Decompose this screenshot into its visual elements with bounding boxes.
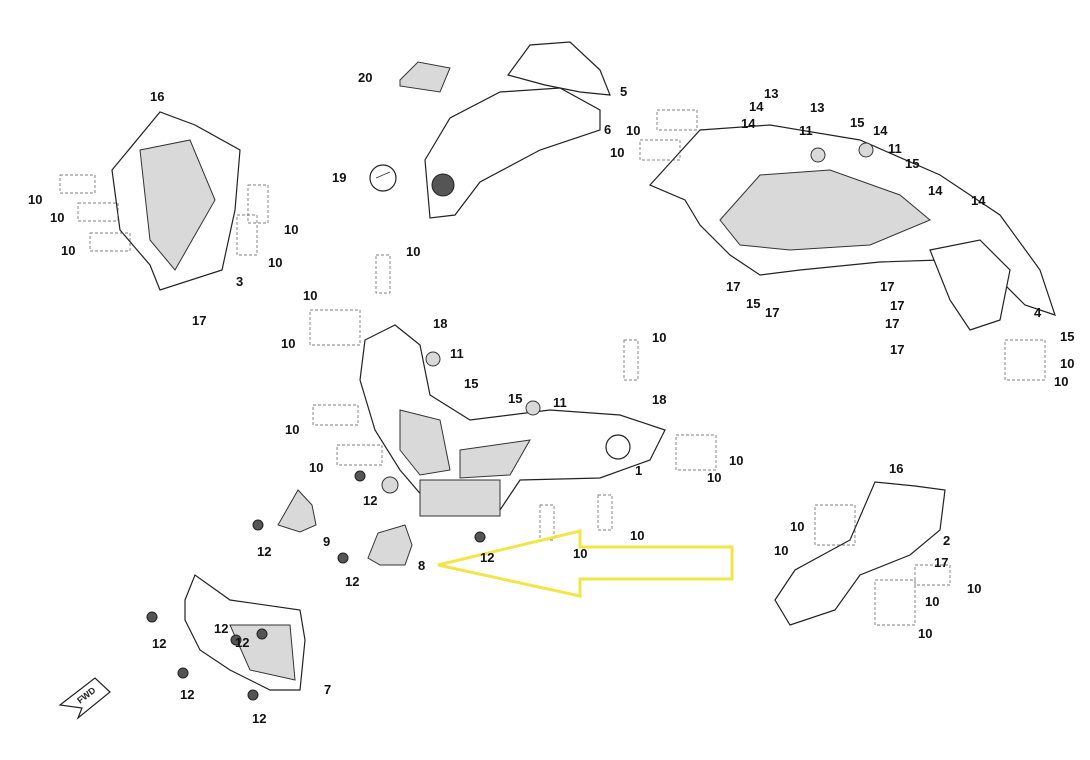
clip-groups — [59, 109, 1046, 626]
callout-labels: 2056161910101010103171010141413131115141… — [28, 70, 1074, 726]
callout-14: 14 — [873, 123, 888, 138]
callout-10: 10 — [610, 145, 624, 160]
callout-10: 10 — [626, 123, 640, 138]
part-1-grille — [419, 479, 501, 517]
callout-16: 16 — [889, 461, 903, 476]
callout-19: 19 — [332, 170, 346, 185]
callout-10: 10 — [707, 470, 721, 485]
callout-12: 12 — [363, 493, 377, 508]
callout-11: 11 — [888, 141, 902, 156]
callout-10: 10 — [1060, 356, 1074, 371]
callout-1: 1 — [635, 463, 642, 478]
callout-6: 6 — [604, 122, 611, 137]
callout-12: 12 — [180, 687, 194, 702]
callout-10: 10 — [285, 422, 299, 437]
callout-9: 9 — [323, 534, 330, 549]
part-19-cap — [369, 164, 397, 192]
callout-11: 11 — [553, 395, 567, 410]
callout-14: 14 — [971, 193, 986, 208]
callout-7: 7 — [324, 682, 331, 697]
callout-10: 10 — [281, 336, 295, 351]
callout-12: 12 — [235, 635, 249, 650]
callout-10: 10 — [50, 210, 64, 225]
callout-10: 10 — [630, 528, 644, 543]
callout-10: 10 — [1054, 374, 1068, 389]
part-6-front-cover — [424, 87, 601, 219]
callout-12: 12 — [252, 711, 266, 726]
callout-10: 10 — [406, 244, 420, 259]
callout-4: 4 — [1034, 305, 1042, 320]
callout-14: 14 — [749, 99, 764, 114]
callout-12: 12 — [257, 544, 271, 559]
part-8-bracket — [367, 524, 413, 566]
callout-2: 2 — [943, 533, 950, 548]
callout-16: 16 — [150, 89, 164, 104]
highlight-arrow — [437, 529, 734, 598]
callout-18: 18 — [433, 316, 447, 331]
callout-10: 10 — [573, 546, 587, 561]
callout-10: 10 — [925, 594, 939, 609]
callout-10: 10 — [774, 543, 788, 558]
callout-12: 12 — [214, 621, 228, 636]
callout-15: 15 — [850, 115, 864, 130]
callout-14: 14 — [928, 183, 943, 198]
callout-10: 10 — [28, 192, 42, 207]
callout-12: 12 — [152, 636, 166, 651]
callout-11: 11 — [799, 123, 813, 138]
callout-11: 11 — [450, 346, 464, 361]
callout-17: 17 — [890, 298, 904, 313]
callout-17: 17 — [885, 316, 899, 331]
callout-15: 15 — [905, 156, 919, 171]
callout-10: 10 — [729, 453, 743, 468]
callout-5: 5 — [620, 84, 627, 99]
callout-8: 8 — [418, 558, 425, 573]
callout-10: 10 — [918, 626, 932, 641]
fasteners — [146, 142, 874, 701]
callout-15: 15 — [746, 296, 760, 311]
callout-12: 12 — [480, 550, 494, 565]
callout-3: 3 — [236, 274, 243, 289]
part-6-headlight-hole — [431, 173, 455, 197]
callout-13: 13 — [810, 100, 824, 115]
part-20-label-pad — [399, 61, 451, 93]
part-2-right-side-panel — [774, 481, 946, 626]
callout-10: 10 — [268, 255, 282, 270]
callout-15: 15 — [1060, 329, 1074, 344]
callout-17: 17 — [880, 279, 894, 294]
callout-17: 17 — [726, 279, 740, 294]
callout-10: 10 — [652, 330, 666, 345]
callout-17: 17 — [765, 305, 779, 320]
callout-17: 17 — [934, 555, 948, 570]
part-5-visor — [506, 41, 611, 96]
callout-12: 12 — [345, 574, 359, 589]
callout-10: 10 — [61, 243, 75, 258]
callout-10: 10 — [303, 288, 317, 303]
callout-20: 20 — [358, 70, 372, 85]
callout-14: 14 — [741, 116, 756, 131]
callout-17: 17 — [192, 313, 206, 328]
forward-direction-badge: FWD — [58, 677, 111, 720]
part-9-bracket — [277, 489, 317, 533]
callout-13: 13 — [764, 86, 778, 101]
callout-10: 10 — [284, 222, 298, 237]
callout-15: 15 — [464, 376, 478, 391]
callout-15: 15 — [508, 391, 522, 406]
callout-17: 17 — [890, 342, 904, 357]
callout-18: 18 — [652, 392, 666, 407]
callout-10: 10 — [967, 581, 981, 596]
callout-10: 10 — [790, 519, 804, 534]
callout-10: 10 — [309, 460, 323, 475]
